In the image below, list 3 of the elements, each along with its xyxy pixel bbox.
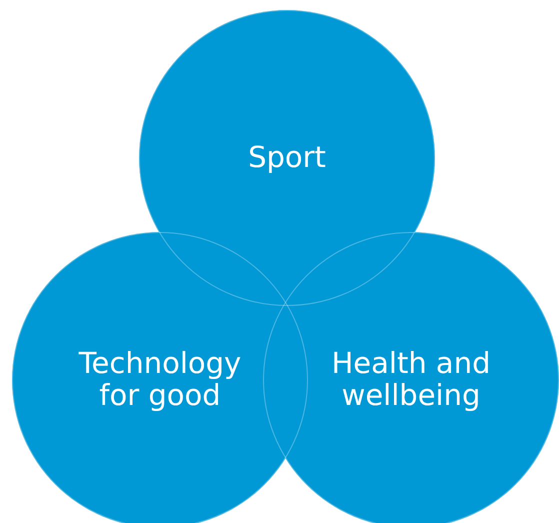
circle-label: Technology for good — [78, 348, 242, 412]
circle-label: Sport — [247, 142, 327, 174]
circle-label: Health and wellbeing — [330, 348, 492, 412]
